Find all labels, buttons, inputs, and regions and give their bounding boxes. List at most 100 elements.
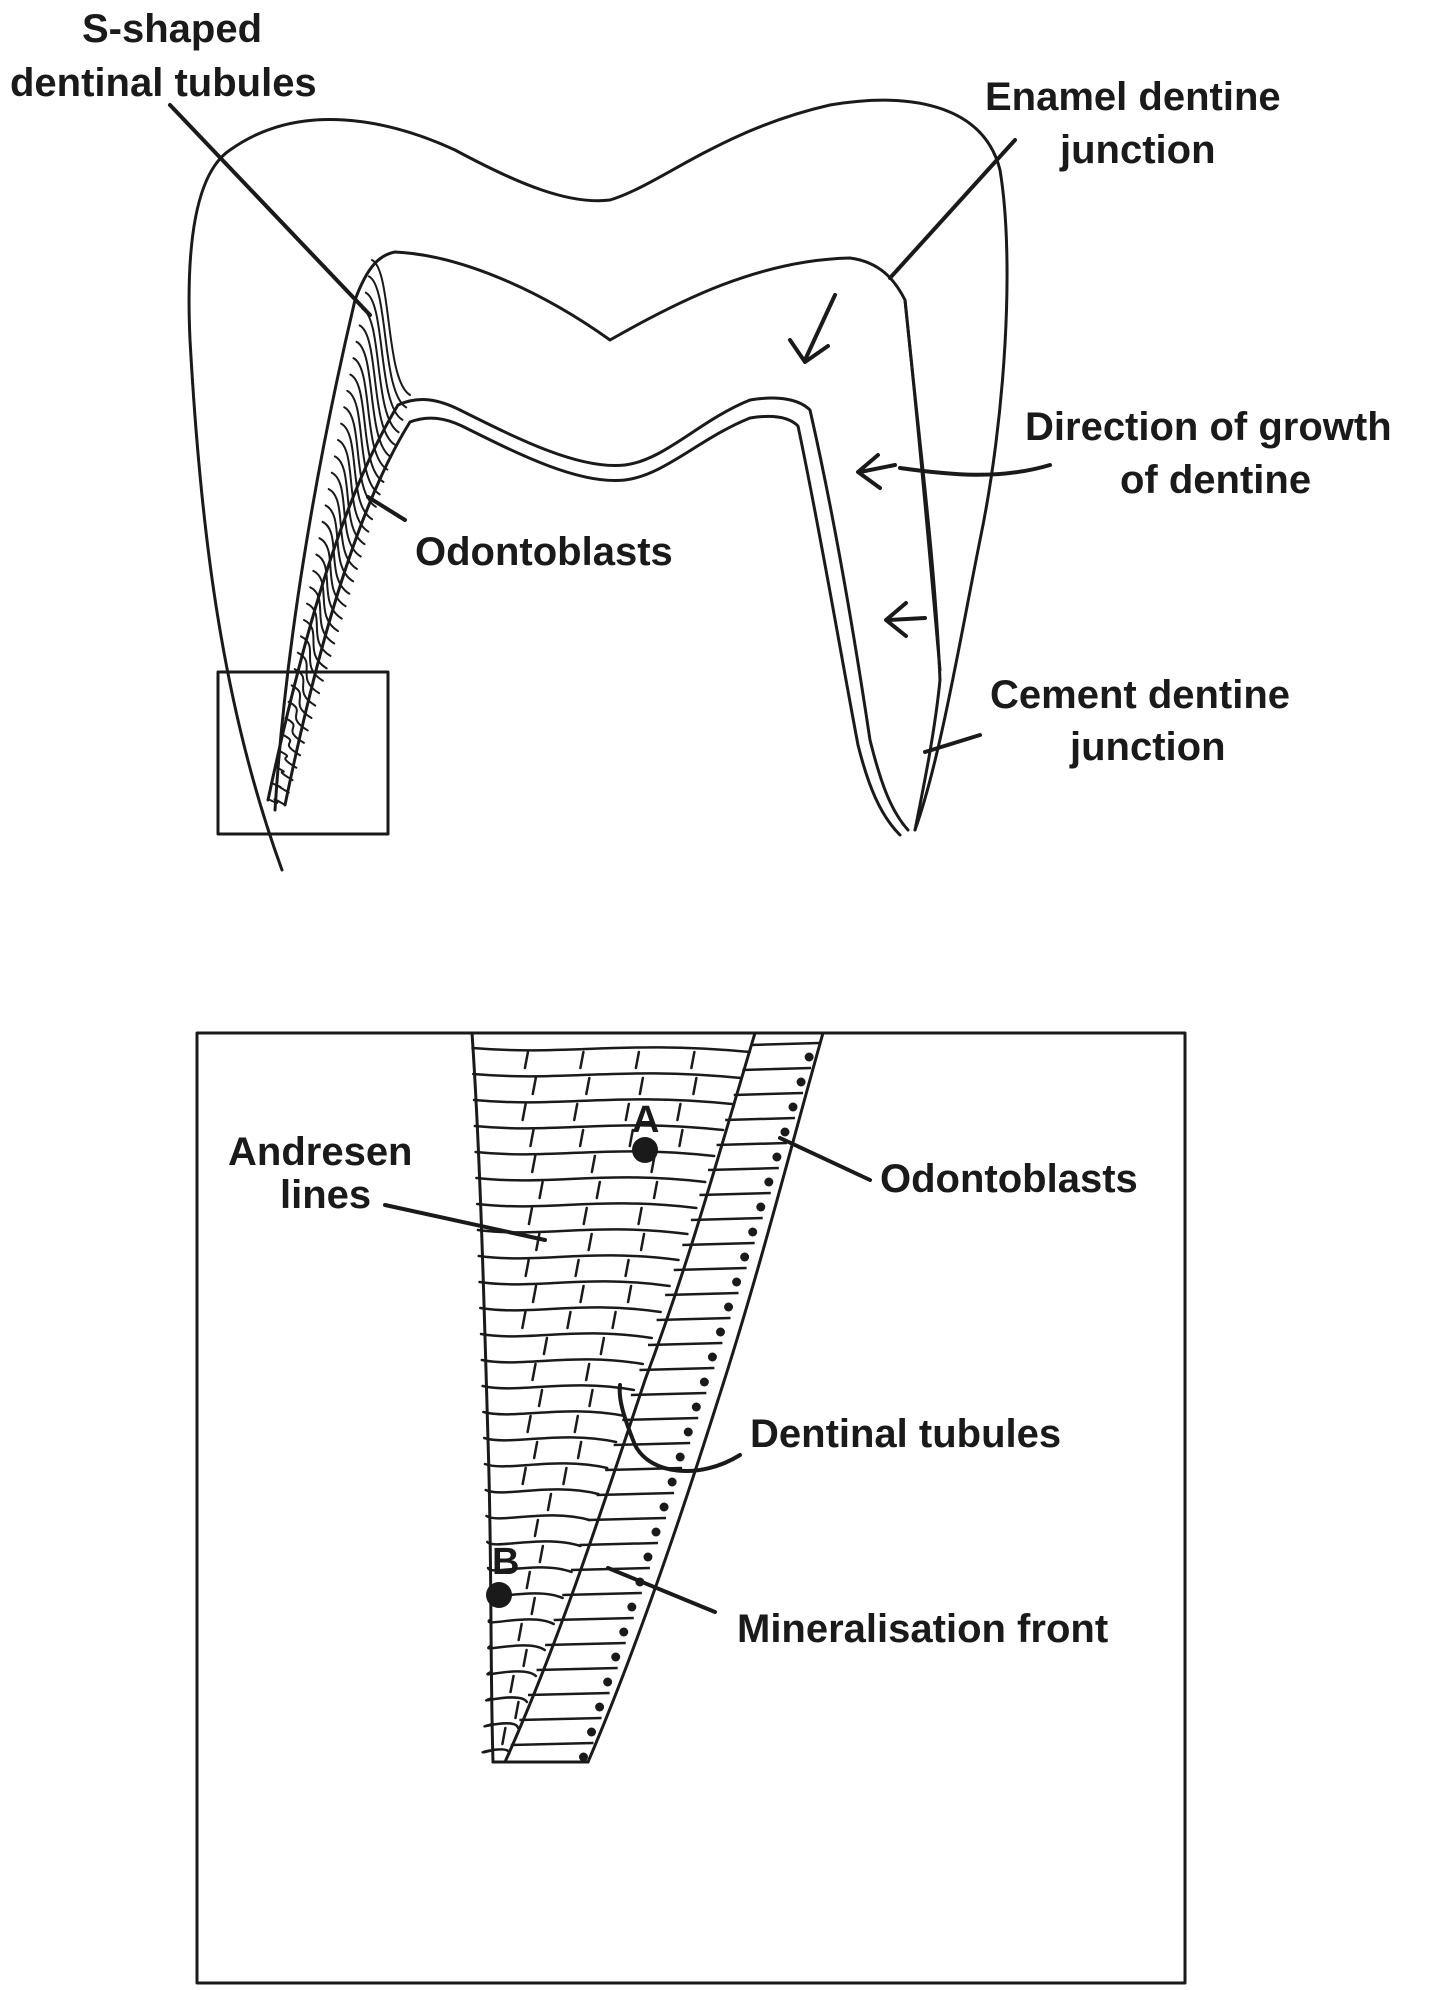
andresen-line	[486, 1670, 538, 1678]
odontoblast-cell-border	[682, 1241, 755, 1247]
dentinal-tubule	[303, 619, 328, 670]
dentinal-tubule	[324, 504, 355, 583]
tubule-dash	[576, 1440, 583, 1460]
andresen-line	[471, 1072, 743, 1080]
label-cdj-line1: Cement dentine	[990, 673, 1290, 717]
tubule-dash	[531, 1076, 538, 1096]
odontoblast-nucleus	[796, 1077, 806, 1087]
tubule-dash	[538, 1180, 544, 1200]
tubule-dash	[624, 1258, 630, 1278]
label-s-shaped-line2: dentinal tubules	[10, 61, 317, 105]
tubule-dash	[579, 1284, 585, 1304]
growth-arrow	[788, 293, 837, 364]
tubule-dash	[590, 1154, 597, 1174]
odontoblast-cell-border	[725, 1116, 795, 1122]
leader-s-shaped-tubules	[168, 103, 372, 317]
odontoblast-nucleus	[699, 1377, 709, 1387]
tubule-dash	[582, 1206, 588, 1226]
dentinal-tubule	[355, 340, 393, 459]
odontoblast-nucleus	[772, 1152, 782, 1162]
andresen-line	[481, 1748, 511, 1756]
odontoblast-cell-border	[665, 1291, 739, 1297]
tubule-dash	[595, 1180, 602, 1200]
odontoblast-cell-border	[527, 1691, 610, 1697]
odontoblast-nucleus	[707, 1352, 717, 1362]
odontoblast-cell-border	[510, 1741, 594, 1747]
tubule-dash	[584, 1362, 591, 1382]
dentinal-tubule	[321, 520, 351, 595]
andresen-line	[477, 1254, 680, 1262]
andresen-line	[485, 1514, 591, 1522]
label-s-shaped-line1: S-shaped	[82, 7, 262, 51]
tubule-dash	[678, 1128, 684, 1148]
andresen-line	[475, 1176, 707, 1184]
tubule-dash	[542, 1336, 549, 1356]
dentinal-tubule	[315, 553, 343, 620]
tubule-dash	[572, 1102, 579, 1122]
odontoblast-nucleus	[764, 1177, 774, 1187]
tubule-dash	[638, 1076, 645, 1096]
dentinal-tubule	[309, 586, 336, 645]
leader-mineralisation-front	[606, 1566, 717, 1614]
dentinal-tubule	[346, 389, 381, 496]
tubule-dash	[527, 1206, 534, 1226]
label-dentinal-tubules: Dentinal tubules	[750, 1412, 1061, 1456]
dentinal-tubule	[340, 422, 374, 521]
dentinal-tubule	[327, 488, 358, 570]
dentinal-tubule	[358, 324, 396, 446]
tubule-dash	[546, 1492, 553, 1512]
andresen-line	[481, 1384, 636, 1392]
odontoblast-cell-border	[656, 1316, 731, 1322]
dentinal-tubule	[349, 373, 385, 483]
label-andresen-line2: lines	[280, 1173, 371, 1217]
odontoblast-nucleus	[643, 1552, 653, 1562]
odontoblast-cell-border	[545, 1641, 626, 1647]
odontoblast-cell-border	[596, 1491, 675, 1497]
andresen-line	[474, 1150, 716, 1158]
tubule-dash	[514, 1700, 520, 1720]
andresen-line	[473, 1124, 725, 1132]
odontoblast-cell-border	[647, 1341, 723, 1347]
andresen-line	[484, 1488, 600, 1496]
dentinal-tubule	[371, 259, 411, 396]
tubule-dash	[566, 1310, 572, 1330]
dentinal-tubule	[318, 537, 347, 608]
tooth-outline	[187, 98, 1009, 872]
tubule-dash	[626, 1284, 633, 1304]
odontoblast-nucleus	[724, 1302, 734, 1312]
odontoblast-cell-border	[587, 1516, 667, 1522]
leader-odontoblasts-inset	[778, 1136, 872, 1182]
label-cdj-line2: junction	[1069, 725, 1226, 769]
odontoblast-cell-border	[519, 1716, 602, 1722]
tubule-dash	[634, 1050, 641, 1070]
andresen-line	[487, 1644, 547, 1652]
andresen-line	[480, 1358, 645, 1366]
andresen-line	[482, 1410, 627, 1418]
tubule-dash	[522, 1648, 528, 1668]
andresen-line	[479, 1332, 654, 1340]
tubule-dash	[532, 1440, 539, 1460]
tubule-dash	[587, 1232, 593, 1252]
andresen-line	[472, 1098, 734, 1106]
tubule-dash	[521, 1102, 527, 1122]
dentinal-tubule	[269, 798, 286, 806]
leader-direction-of-growth	[898, 463, 1052, 477]
tubule-dash	[692, 1076, 698, 1096]
odontoblast-nucleus	[667, 1477, 677, 1487]
dentinal-tubule	[275, 766, 294, 782]
odontoblast-cell-border	[750, 1041, 820, 1047]
odontoblast-cell-border	[553, 1616, 634, 1622]
tubule-dash	[652, 1180, 659, 1200]
andresen-line	[486, 1540, 582, 1548]
dentinal-tubule	[284, 717, 305, 744]
tubule-dash	[537, 1388, 544, 1408]
odontoblast-nucleus	[756, 1202, 766, 1212]
tubule-dash	[599, 1336, 606, 1356]
tubule-dash	[690, 1050, 696, 1070]
odontoblast-nucleus	[780, 1127, 790, 1137]
dentinal-tubule	[367, 275, 408, 409]
andresen-line	[482, 1436, 618, 1444]
tubule-dash	[574, 1258, 580, 1278]
dentinal-tubule	[299, 635, 324, 682]
odontoblast-cell-border	[536, 1666, 618, 1672]
